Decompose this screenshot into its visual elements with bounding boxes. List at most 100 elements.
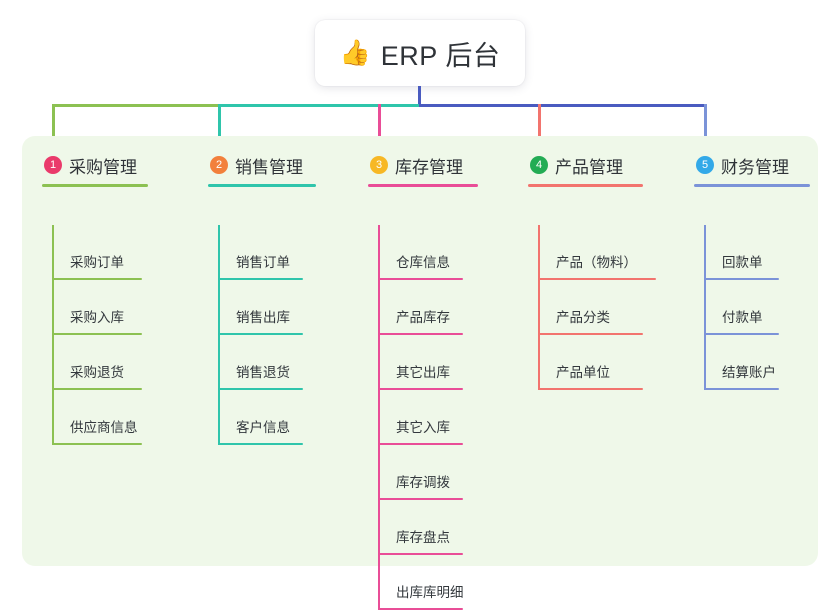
branch-title: 财务管理 <box>721 157 789 177</box>
branch-item[interactable]: 其它入库 <box>378 390 493 445</box>
root-node-card[interactable]: 👍 ERP 后台 <box>315 20 525 86</box>
branch-spine <box>538 225 540 390</box>
branch-title: 库存管理 <box>395 157 463 177</box>
branch-header-rule <box>42 184 148 187</box>
branch-item-label: 销售出库 <box>236 310 290 325</box>
branch-item[interactable]: 产品库存 <box>378 280 493 335</box>
branches-panel <box>22 136 818 566</box>
branch-item-label: 其它出库 <box>396 365 450 380</box>
branch-item[interactable]: 销售退货 <box>218 335 333 390</box>
branch-item-rule <box>378 278 463 280</box>
branch-item[interactable]: 仓库信息 <box>378 225 493 280</box>
branch-item[interactable]: 销售出库 <box>218 280 333 335</box>
branch-item-label: 销售订单 <box>236 255 290 270</box>
branch-title: 销售管理 <box>235 157 303 177</box>
bus-segment-1 <box>52 104 218 107</box>
branch-number-badge: 5 <box>696 156 714 174</box>
branch-item[interactable]: 产品单位 <box>538 335 673 390</box>
branch-item-rule <box>52 443 142 445</box>
branch-header-2[interactable]: 2 销售管理 <box>208 146 303 184</box>
branch-title: 采购管理 <box>69 157 137 177</box>
branch-item-list: 产品（物料）产品分类产品单位 <box>528 225 656 390</box>
branch-item[interactable]: 产品分类 <box>538 280 673 335</box>
branch-item-label: 产品单位 <box>556 365 610 380</box>
branch-item-list: 销售订单销售出库销售退货客户信息 <box>208 225 303 445</box>
branch-item-label: 仓库信息 <box>396 255 450 270</box>
branch-item-label: 采购入库 <box>70 310 124 325</box>
bus-segment-3 <box>419 104 707 107</box>
branch-column-5: 5 财务管理回款单付款单结算账户 <box>694 146 810 390</box>
branch-item-rule <box>538 388 643 390</box>
branch-item[interactable]: 结算账户 <box>704 335 809 390</box>
branch-spine <box>378 225 380 610</box>
branch-item[interactable]: 出库库明细 <box>378 555 493 610</box>
branch-header-3[interactable]: 3 库存管理 <box>368 146 463 184</box>
branch-item-rule <box>218 388 303 390</box>
branch-item-list: 采购订单采购入库采购退货供应商信息 <box>42 225 142 445</box>
branch-item[interactable]: 库存盘点 <box>378 500 493 555</box>
branch-item-rule <box>704 388 779 390</box>
branch-item[interactable]: 采购退货 <box>52 335 172 390</box>
branch-item[interactable]: 客户信息 <box>218 390 333 445</box>
branch-item-label: 采购订单 <box>70 255 124 270</box>
branch-item-rule <box>538 278 656 280</box>
branch-item-list: 仓库信息产品库存其它出库其它入库库存调拨库存盘点出库库明细 <box>368 225 464 610</box>
bus-segment-2 <box>218 104 419 107</box>
branch-item-rule <box>378 498 463 500</box>
branch-item-rule <box>218 443 303 445</box>
branch-item[interactable]: 采购订单 <box>52 225 172 280</box>
branch-spine <box>704 225 706 390</box>
branch-item[interactable]: 其它出库 <box>378 335 493 390</box>
branch-item-rule <box>378 333 463 335</box>
branch-item-rule <box>704 333 779 335</box>
branch-item[interactable]: 回款单 <box>704 225 809 280</box>
branch-number-badge: 4 <box>530 156 548 174</box>
branch-item[interactable]: 供应商信息 <box>52 390 172 445</box>
branch-header-rule <box>528 184 643 187</box>
branch-header-rule <box>368 184 478 187</box>
branch-item-rule <box>218 278 303 280</box>
drop-line-3 <box>378 104 381 152</box>
branch-number-badge: 3 <box>370 156 388 174</box>
branch-item[interactable]: 产品（物料） <box>538 225 673 280</box>
thumbs-up-icon: 👍 <box>339 38 371 67</box>
branch-item-rule <box>378 388 463 390</box>
branch-item-label: 其它入库 <box>396 420 450 435</box>
branch-header-rule <box>208 184 316 187</box>
branch-header-5[interactable]: 5 财务管理 <box>694 146 789 184</box>
branch-item[interactable]: 采购入库 <box>52 280 172 335</box>
branch-item-rule <box>52 333 142 335</box>
drop-line-1 <box>52 104 55 152</box>
branch-item[interactable]: 销售订单 <box>218 225 333 280</box>
branch-header-4[interactable]: 4 产品管理 <box>528 146 623 184</box>
branch-item-rule <box>52 278 142 280</box>
branch-item-rule <box>378 553 463 555</box>
branch-item-label: 销售退货 <box>236 365 290 380</box>
branch-header-rule <box>694 184 810 187</box>
branch-item-label: 结算账户 <box>722 365 776 380</box>
branch-title: 产品管理 <box>555 157 623 177</box>
branch-item-rule <box>538 333 643 335</box>
branch-item-label: 产品库存 <box>396 310 450 325</box>
branch-item-label: 库存调拨 <box>396 475 450 490</box>
branch-item-rule <box>704 278 779 280</box>
branch-item-label: 采购退货 <box>70 365 124 380</box>
branch-item-label: 回款单 <box>722 255 763 270</box>
branch-spine <box>52 225 54 445</box>
branch-item-label: 库存盘点 <box>396 530 450 545</box>
drop-line-4 <box>538 104 541 152</box>
branch-item[interactable]: 付款单 <box>704 280 809 335</box>
drop-line-2 <box>218 104 221 152</box>
branch-number-badge: 2 <box>210 156 228 174</box>
branch-item-label: 产品分类 <box>556 310 610 325</box>
branch-item[interactable]: 库存调拨 <box>378 445 493 500</box>
branch-spine <box>218 225 220 445</box>
branch-item-rule <box>52 388 142 390</box>
drop-line-5 <box>704 104 707 152</box>
